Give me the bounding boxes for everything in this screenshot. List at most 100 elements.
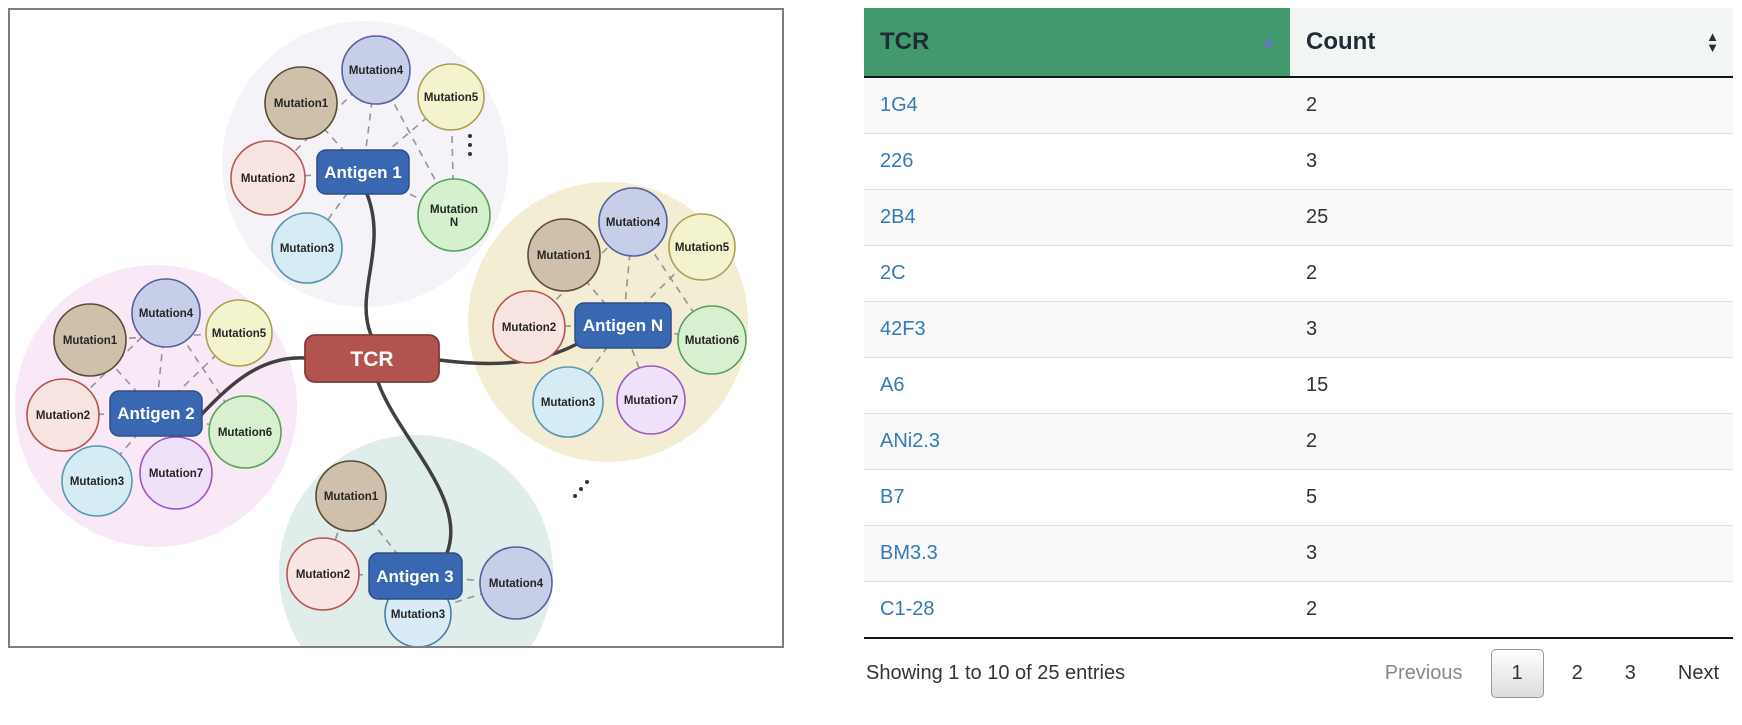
antigen2-mutation4-label: Mutation4 (139, 308, 194, 320)
antigen3-mutation4-node (479, 546, 553, 620)
antigen3-mutation1-label: Mutation1 (324, 491, 379, 503)
antigen3-mutation2-label: Mutation2 (296, 569, 350, 581)
antigen2-mutation3-label: Mutation3 (70, 476, 124, 488)
entries-info: Showing 1 to 10 of 25 entries (866, 662, 1126, 684)
antigen3-mutation4-label: Mutation4 (489, 578, 544, 590)
tcr-link[interactable]: 2B4 (880, 206, 916, 228)
antigen2-mutation1-label: Mutation1 (63, 335, 118, 347)
antigenN-box (574, 302, 672, 349)
antigen2-mutation5-label: Mutation5 (212, 328, 267, 340)
count-cell: 3 (1290, 301, 1733, 358)
antigenN-mutation3-node (532, 366, 604, 438)
antigen1-mutation3-node (271, 212, 343, 284)
antigen1-mutation1-node (264, 66, 338, 140)
edge-tcr-antigen3 (376, 380, 453, 555)
antigen1-cluster: Mutation4 Mutation1 Mutation5 Mutation2 … (230, 35, 491, 284)
antigen3-box-label: Antigen 3 (376, 567, 453, 586)
antigenN-box-label: Antigen N (583, 316, 663, 335)
table-row: A6 15 (864, 357, 1733, 414)
antigen2-mutation2-label: Mutation2 (36, 410, 90, 422)
table-footer: Showing 1 to 10 of 25 entries Previous 1… (864, 649, 1733, 698)
antigen2-mutation2-node (26, 378, 100, 452)
antigen3-mutation1-node (315, 460, 387, 532)
table-row: ANi2.3 2 (864, 413, 1733, 470)
table-row: 2C 2 (864, 245, 1733, 302)
count-cell: 2 (1306, 94, 1318, 116)
antigen1-mutation4-label: Mutation4 (349, 65, 404, 77)
tcr-count-table-panel: TCR ▲ Count ▲▼ 1G4 2 226 3 (864, 8, 1733, 698)
count-cell: 3 (1290, 525, 1733, 582)
table-row: BM3.3 3 (864, 525, 1733, 582)
edge-tcr-antigen1 (364, 192, 376, 337)
tcr-link[interactable]: 1G4 (880, 94, 918, 116)
column-header-count[interactable]: Count ▲▼ (1290, 8, 1733, 78)
diagonal-ellipsis-icon (573, 480, 589, 498)
antigen1-mutation4-node (341, 35, 411, 105)
antigen2-mutation7-label: Mutation7 (149, 468, 203, 480)
table-row: C1-28 2 (864, 581, 1733, 638)
antigen3-cluster: Mutation1 Mutation2 Mutation4 Mutation3 … (286, 460, 553, 646)
antigenN-mutation7-label: Mutation7 (624, 395, 678, 407)
antigen1-mutationN-node (417, 178, 491, 252)
antigenN-mutation5-node (668, 213, 736, 281)
tcr-link[interactable]: ANi2.3 (880, 430, 941, 452)
antigen2-box-label: Antigen 2 (117, 404, 194, 423)
count-cell: 5 (1290, 469, 1733, 526)
pagination: Previous 1 2 3 Next (1371, 649, 1733, 698)
tcr-link[interactable]: 42F3 (880, 318, 926, 340)
pagination-page-2-button[interactable]: 2 (1571, 662, 1583, 684)
antigenN-mutation5-label: Mutation5 (675, 242, 730, 254)
sort-both-icon[interactable]: ▲▼ (1706, 29, 1719, 55)
column-header-tcr-label: TCR (880, 28, 930, 55)
tcr-link[interactable]: BM3.3 (880, 542, 938, 564)
pagination-page-1-button[interactable]: 1 (1490, 649, 1544, 698)
antigen2-mutation6-node (208, 395, 282, 469)
antigen1-box-label: Antigen 1 (324, 163, 401, 182)
table-row: 226 3 (864, 133, 1733, 190)
antigen1-box (316, 149, 410, 195)
pagination-next-button[interactable]: Next (1677, 662, 1719, 684)
antigen2-mutation5-node (205, 299, 273, 367)
table-row: 1G4 2 (864, 77, 1733, 134)
vertical-ellipsis-icon (468, 134, 472, 156)
count-cell: 25 (1290, 189, 1733, 246)
sort-ascending-icon[interactable]: ▲ (1261, 33, 1276, 51)
antigen1-mutation1-label: Mutation1 (274, 98, 329, 110)
tcr-link[interactable]: 226 (880, 150, 914, 172)
pagination-page-3-button[interactable]: 3 (1624, 662, 1636, 684)
column-header-tcr[interactable]: TCR ▲ (864, 8, 1290, 78)
antigen1-mutation2-node (230, 140, 306, 216)
antigen2-mutation7-node (139, 436, 213, 510)
antigen3-mutation3-label: Mutation3 (391, 609, 445, 621)
edge-tcr-antigen2 (200, 356, 307, 416)
tcr-count-table: TCR ▲ Count ▲▼ 1G4 2 226 3 (864, 8, 1733, 639)
antigen2-mutation1-node (53, 303, 127, 377)
tcr-link[interactable]: A6 (880, 374, 905, 396)
antigen2-box (109, 390, 203, 437)
antigenN-mutation6-node (677, 305, 747, 375)
pagination-previous-button[interactable]: Previous (1384, 662, 1463, 684)
antigen1-mutation2-label: Mutation2 (241, 173, 295, 185)
count-cell: 2 (1290, 413, 1733, 470)
antigenN-cluster: Mutation4 Mutation1 Mutation5 Mutation2 … (492, 187, 747, 438)
antigenN-mutation3-label: Mutation3 (541, 397, 595, 409)
antigenN-mutation1-label: Mutation1 (537, 250, 592, 262)
antigen3-box (368, 552, 463, 600)
antigen3-mutation2-node (286, 537, 360, 611)
antigenN-mutation4-node (598, 187, 668, 257)
count-cell: 15 (1290, 357, 1733, 414)
antigenN-mutation7-node (616, 365, 686, 435)
network-diagram-svg: Mutation4 Mutation1 Mutation5 Mutation2 … (15, 21, 748, 646)
tcr-link[interactable]: 2C (880, 262, 906, 284)
table-row: B7 5 (864, 469, 1733, 526)
tcr-link[interactable]: C1-28 (880, 598, 935, 620)
antigenN-mutation6-label: Mutation6 (685, 335, 739, 347)
antigenN-mutation2-node (492, 290, 566, 364)
antigen1-mutation3-label: Mutation3 (280, 243, 334, 255)
tcr-link[interactable]: B7 (880, 486, 905, 508)
antigen2-mutation3-node (61, 445, 133, 517)
table-row: 2B4 25 (864, 189, 1733, 246)
antigenN-mutation4-label: Mutation4 (606, 217, 661, 229)
